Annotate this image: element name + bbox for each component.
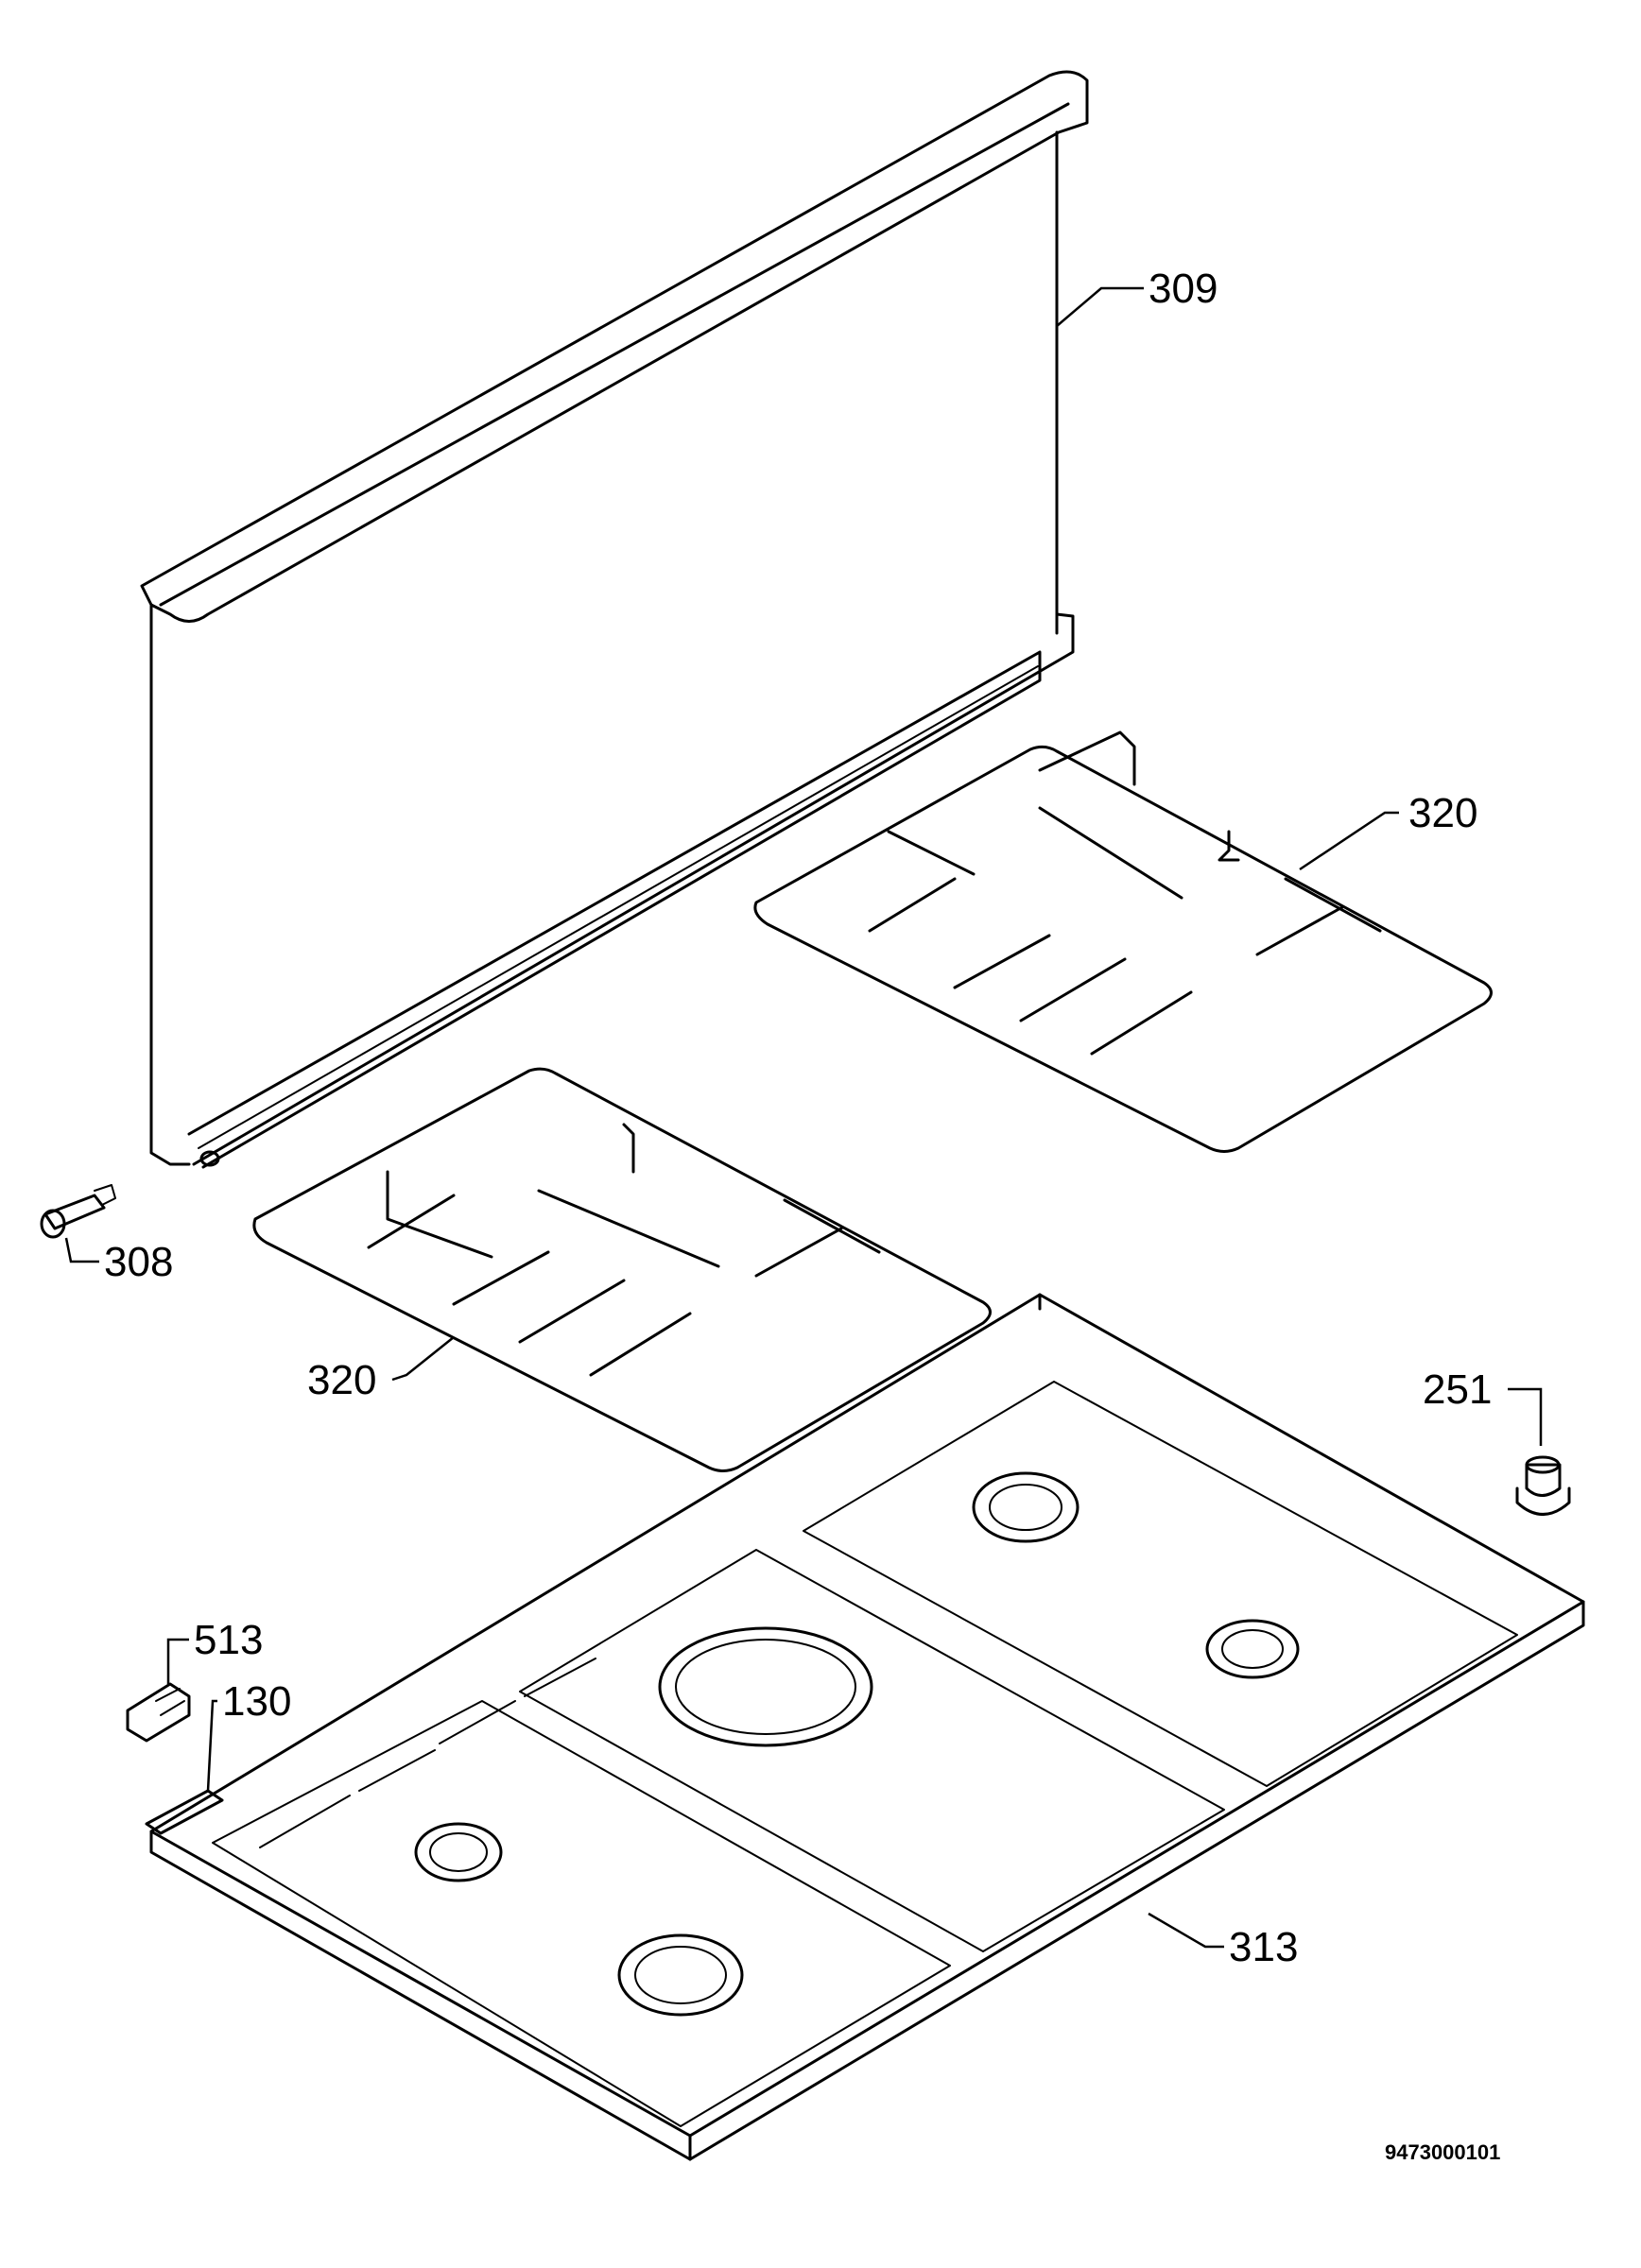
- control-knob: [1515, 1455, 1571, 1516]
- hinge-bolt: [40, 1184, 116, 1239]
- label-320-right: 320: [1408, 790, 1477, 836]
- label-320-left: 320: [307, 1357, 376, 1403]
- splashback-lid: [140, 70, 1089, 1169]
- right-pan-support: [753, 730, 1493, 1153]
- label-313: 313: [1229, 1924, 1298, 1970]
- label-130: 130: [222, 1678, 291, 1725]
- label-309: 309: [1149, 266, 1218, 312]
- leader-lines: [64, 286, 1543, 1949]
- clip-and-plate: [126, 1682, 224, 1835]
- hob-top: [149, 1293, 1585, 2161]
- label-251: 251: [1423, 1366, 1492, 1413]
- left-pan-support: [252, 1067, 992, 1472]
- label-308: 308: [104, 1239, 173, 1285]
- document-number: 9473000101: [1385, 2140, 1500, 2164]
- label-513: 513: [194, 1617, 263, 1663]
